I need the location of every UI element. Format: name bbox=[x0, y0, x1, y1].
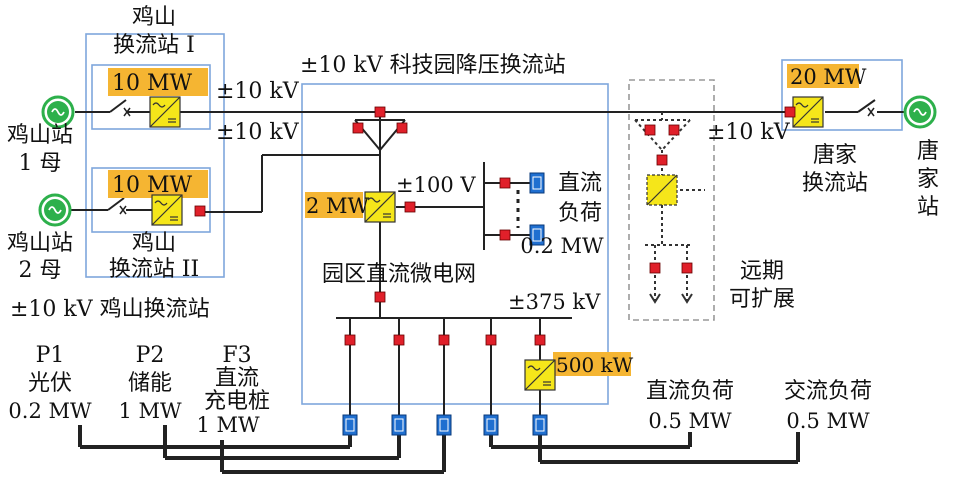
rating-inverter: 500 kW bbox=[556, 353, 634, 377]
voltage-label-10kv-c: ±10 kV bbox=[707, 120, 791, 145]
future-expansion-line2: 可扩展 bbox=[729, 287, 795, 312]
jishan-station1-label-line1: 鸡山 bbox=[132, 5, 176, 30]
switch-markers bbox=[119, 107, 875, 215]
converter-icon-future bbox=[646, 174, 678, 206]
rating-highlight-jishan2 bbox=[108, 170, 208, 198]
f3-label-line1: F3 bbox=[222, 343, 251, 368]
converter-icon-park bbox=[364, 191, 396, 223]
jishan-bus2-label-line1: 鸡山站 bbox=[7, 231, 73, 256]
microgrid-label: 园区直流微电网 bbox=[322, 262, 476, 287]
future-expansion-lines bbox=[634, 112, 705, 300]
rating-tangjia: 20 MW bbox=[790, 65, 867, 89]
f3-label-line2: 直流 bbox=[215, 366, 259, 391]
ac-load-line2: 0.5 MW bbox=[786, 409, 870, 433]
jishan-station1-label-line2: 换流站 I bbox=[113, 33, 195, 58]
converter-icon-tangjia bbox=[792, 96, 824, 128]
dc-load-small-line3: 0.2 MW bbox=[520, 234, 604, 258]
rating-highlight-inverter bbox=[553, 352, 631, 376]
converter-icon-inverter bbox=[524, 359, 556, 391]
rating-highlight-park bbox=[305, 192, 363, 218]
rating-highlight-jishan1 bbox=[108, 68, 208, 96]
jishan-station2-label-line2: 换流站 II bbox=[109, 257, 199, 282]
converter-icon-jishan1 bbox=[149, 96, 181, 128]
tangjia-bus-line2: 家 bbox=[917, 167, 939, 192]
future-expansion-box bbox=[628, 79, 715, 321]
voltage-label-10kv-a: ±10 kV bbox=[216, 79, 300, 104]
tangjia-bus-line1: 唐 bbox=[917, 139, 939, 164]
rating-jishan1: 10 MW bbox=[112, 71, 193, 96]
tangjia-station-box bbox=[781, 59, 903, 131]
p1-label-line2: 光伏 bbox=[28, 371, 72, 396]
voltage-label-375kv: ±375 kV bbox=[508, 290, 601, 314]
future-expansion-line1: 远期 bbox=[740, 259, 784, 284]
p1-label-line3: 0.2 MW bbox=[8, 399, 92, 423]
converter-icon-jishan2 bbox=[151, 194, 183, 226]
tangjia-bus-line3: 站 bbox=[917, 195, 939, 220]
jishan-bus2-label-line2: 2 母 bbox=[19, 258, 62, 283]
jishan-station2-box bbox=[91, 167, 211, 233]
p1-label-line1: P1 bbox=[36, 343, 65, 368]
tangjia-station-line1: 唐家 bbox=[813, 143, 857, 168]
dc-load-line2: 0.5 MW bbox=[648, 409, 732, 433]
f3-label-line4: 1 MW bbox=[196, 413, 260, 437]
p2-label-line3: 1 MW bbox=[118, 399, 182, 423]
jishan-station2-label-line1: 鸡山 bbox=[132, 231, 176, 256]
p2-label-line2: 储能 bbox=[128, 371, 172, 396]
dc-load-line1: 直流负荷 bbox=[646, 379, 734, 404]
jishan-station1-box bbox=[91, 64, 211, 130]
jishan-station-outer-box bbox=[85, 33, 225, 278]
p2-label-line1: P2 bbox=[136, 343, 165, 368]
ac-source-icon-bus2 bbox=[38, 193, 72, 227]
dc-load-small-line2: 负荷 bbox=[558, 201, 602, 226]
park-station-box bbox=[301, 83, 609, 405]
tangjia-station-line2: 换流站 bbox=[802, 171, 868, 196]
jishan-bus1-label-line2: 1 母 bbox=[19, 151, 62, 176]
jishan-bus1-label-line1: 鸡山站 bbox=[7, 123, 73, 148]
ac-source-icon-tangjia bbox=[903, 95, 937, 129]
voltage-label-100v: ±100 V bbox=[396, 173, 476, 197]
voltage-label-10kv-b: ±10 kV bbox=[216, 120, 300, 145]
rating-park: 2 MW bbox=[306, 194, 370, 218]
dc-load-small-line1: 直流 bbox=[558, 171, 602, 196]
rating-highlight-tangjia bbox=[787, 64, 859, 88]
ac-load-line1: 交流负荷 bbox=[784, 379, 872, 404]
jishan-main-label: ±10 kV 鸡山换流站 bbox=[10, 297, 210, 322]
f3-label-line3: 充电桩 bbox=[204, 389, 270, 414]
park-station-title: ±10 kV 科技园降压换流站 bbox=[300, 53, 566, 78]
rating-jishan2: 10 MW bbox=[112, 173, 193, 198]
